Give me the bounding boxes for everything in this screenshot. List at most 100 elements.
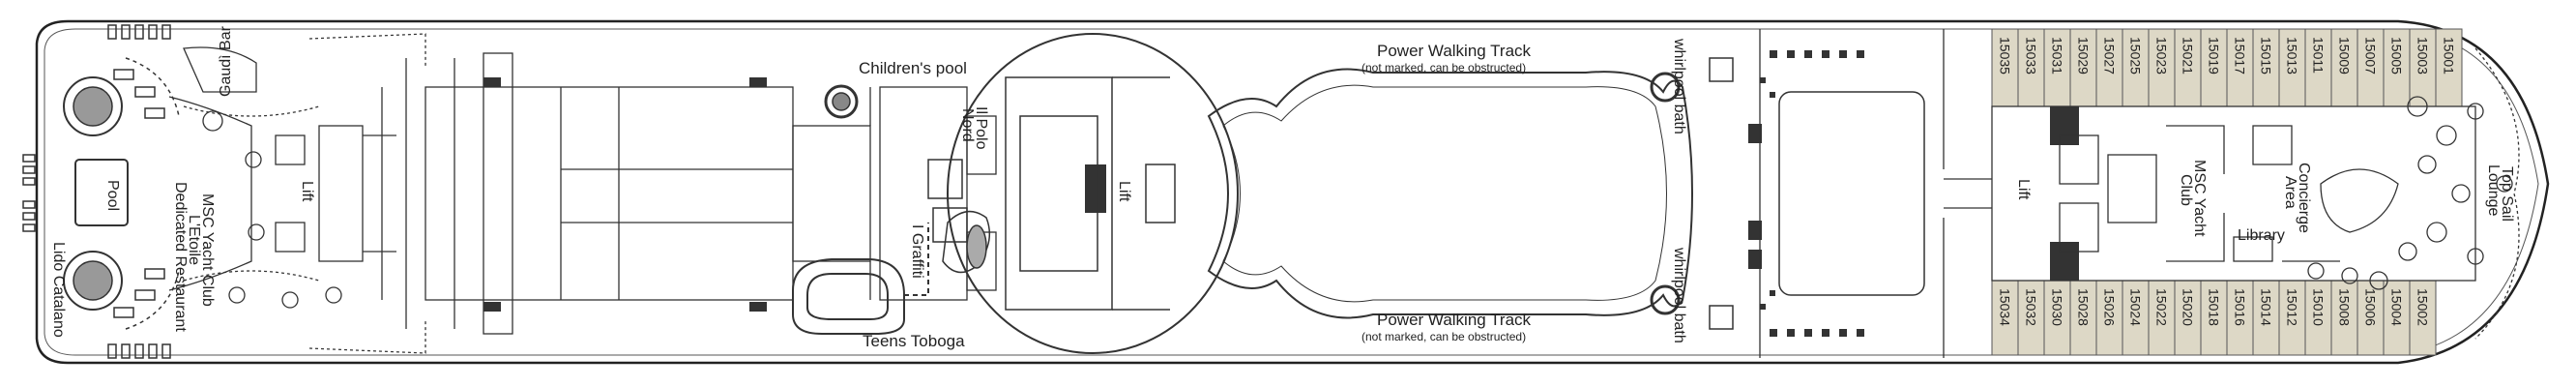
cabin: 15013 bbox=[2278, 28, 2306, 107]
il-polo-label: Il Polo bbox=[973, 106, 989, 150]
cabin: 15021 bbox=[2174, 28, 2202, 107]
cabin: 15001 bbox=[2435, 28, 2463, 107]
cabin-number: 15016 bbox=[2233, 288, 2248, 326]
cabin-box bbox=[2330, 280, 2358, 356]
concierge-label-2: Area bbox=[2282, 176, 2298, 209]
cabin: 15035 bbox=[1991, 28, 2019, 107]
msc-yacht-club-left-label: MSC Yacht Club bbox=[199, 194, 216, 307]
cabin: 15010 bbox=[2304, 280, 2332, 356]
cabin: 15029 bbox=[2069, 28, 2097, 107]
cabin-box bbox=[2304, 28, 2332, 107]
cabin-number: 15003 bbox=[2415, 37, 2431, 74]
cabin-number: 15011 bbox=[2311, 37, 2327, 74]
hull-inner bbox=[44, 28, 2539, 356]
cabin: 15008 bbox=[2330, 280, 2358, 356]
yacht-club-aft bbox=[168, 33, 426, 354]
cabin-number: 15012 bbox=[2285, 288, 2300, 326]
cabin-box bbox=[2226, 28, 2254, 107]
cabin-number: 15010 bbox=[2311, 288, 2327, 326]
cabin-number: 15017 bbox=[2233, 37, 2248, 74]
cabin-box bbox=[2095, 280, 2123, 356]
cabin: 15012 bbox=[2278, 280, 2306, 356]
msc-yacht-club-right-label-1: MSC Yacht bbox=[2191, 160, 2208, 237]
cabin-box bbox=[2148, 280, 2176, 356]
cabin-box bbox=[2200, 280, 2228, 356]
cabin-number: 15019 bbox=[2207, 37, 2222, 74]
cabin-number: 15028 bbox=[2076, 288, 2092, 326]
cabin-box bbox=[2043, 280, 2071, 356]
concierge-label-1: Concierge bbox=[2296, 163, 2312, 233]
cabin-number: 15006 bbox=[2363, 288, 2379, 326]
dedicated-restaurant-label: Dedicated Restaurant bbox=[172, 182, 189, 332]
cabin-box bbox=[2226, 280, 2254, 356]
cabin-box bbox=[2148, 28, 2176, 107]
cabin-box bbox=[2383, 28, 2411, 107]
cabin-number: 15022 bbox=[2154, 288, 2170, 326]
cabin-number: 15014 bbox=[2259, 288, 2274, 326]
cabin-number: 15032 bbox=[2024, 288, 2039, 326]
cabin: 15003 bbox=[2409, 28, 2437, 107]
cabin-number: 15020 bbox=[2181, 288, 2196, 326]
cabin-number: 15035 bbox=[1998, 37, 2013, 74]
cabin: 15031 bbox=[2043, 28, 2071, 107]
cabin: 15023 bbox=[2148, 28, 2176, 107]
top-sail-lounge-seating bbox=[2307, 47, 2520, 340]
library-label: Library bbox=[2238, 227, 2285, 244]
whirlpool-bath-bottom-label: whirlpool bath bbox=[1671, 247, 1687, 343]
whirlpool-bath-top-tub bbox=[1650, 72, 1681, 103]
cabin-number: 15024 bbox=[2128, 288, 2144, 326]
cabin-number: 15015 bbox=[2259, 37, 2274, 74]
lift-label-3: Lift bbox=[2015, 179, 2032, 200]
lido-catalano-label: Lido Catalano bbox=[50, 242, 67, 338]
loungers-left bbox=[22, 154, 36, 232]
cabin: 15032 bbox=[2017, 280, 2045, 356]
cabin: 15018 bbox=[2200, 280, 2228, 356]
cabin-box bbox=[2356, 28, 2385, 107]
cabin-box bbox=[2122, 28, 2150, 107]
cabin: 15022 bbox=[2148, 280, 2176, 356]
loungers-top bbox=[107, 24, 171, 40]
lift-label-1: Lift bbox=[299, 181, 315, 202]
power-walking-bottom-label: Power Walking Track bbox=[1377, 311, 1532, 329]
cabin: 15034 bbox=[1991, 280, 2019, 356]
cabin-number: 15033 bbox=[2024, 37, 2039, 74]
power-walking-bottom-note: (not marked, can be obstructed) bbox=[1361, 330, 1526, 343]
cabin-number: 15030 bbox=[2050, 288, 2065, 326]
cabin-number: 15002 bbox=[2415, 288, 2431, 326]
cabin-number: 15013 bbox=[2285, 37, 2300, 74]
hull-outline bbox=[35, 19, 2550, 365]
msc-yacht-club-right-label-2: Club bbox=[2178, 174, 2194, 206]
graffiti-label: I Graffiti bbox=[909, 224, 925, 279]
cabin-box bbox=[2383, 280, 2411, 356]
pool-label: Pool bbox=[104, 180, 121, 211]
cabin-box bbox=[1991, 28, 2019, 107]
cabin-number: 15004 bbox=[2389, 288, 2405, 326]
cabin: 15026 bbox=[2095, 280, 2123, 356]
cabin-box bbox=[2252, 28, 2280, 107]
whirlpool-bath-bottom-tub bbox=[1650, 284, 1681, 315]
central-structure bbox=[405, 52, 997, 335]
cabin-number: 15023 bbox=[2154, 37, 2170, 74]
curved-chairs bbox=[113, 69, 165, 318]
cabin: 15030 bbox=[2043, 280, 2071, 356]
cabin-number: 15008 bbox=[2337, 288, 2353, 326]
cabin: 15024 bbox=[2122, 280, 2150, 356]
cabin-number: 15021 bbox=[2181, 37, 2196, 74]
top-sail-label-1: Top Sail bbox=[2499, 166, 2515, 222]
stern-area bbox=[22, 24, 180, 359]
cabin-box bbox=[2409, 280, 2437, 356]
cabin-number: 15009 bbox=[2337, 37, 2353, 74]
loungers-bottom bbox=[107, 343, 171, 359]
cabin: 15020 bbox=[2174, 280, 2202, 356]
cabin: 15027 bbox=[2095, 28, 2123, 107]
cabin-box bbox=[2330, 28, 2358, 107]
cabin-number: 15005 bbox=[2389, 37, 2405, 74]
cabin: 15019 bbox=[2200, 28, 2228, 107]
cabin-number: 15025 bbox=[2128, 37, 2144, 74]
stern-whirlpool-top bbox=[63, 76, 123, 136]
cabin: 15009 bbox=[2330, 28, 2358, 107]
gaudi-bar-label: Gaudì Bar bbox=[218, 25, 234, 97]
